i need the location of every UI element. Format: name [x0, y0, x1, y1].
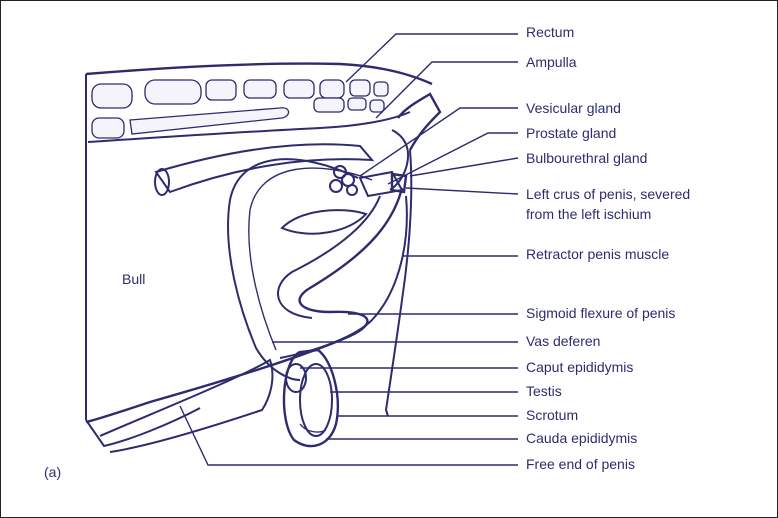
- label-vas-deferen: Vas deferen: [526, 333, 600, 350]
- panel-letter: (a): [44, 464, 61, 480]
- animal-label: Bull: [122, 271, 145, 287]
- label-bulbourethral-gland: Bulbourethral gland: [526, 150, 647, 167]
- leader-bulbourethral: [410, 158, 518, 176]
- label-sigmoid-flexure: Sigmoid flexure of penis: [526, 305, 675, 322]
- label-vesicular-gland: Vesicular gland: [526, 100, 621, 117]
- label-left-crus-line1: Left crus of penis, severed: [526, 186, 690, 203]
- label-caput-epididymis: Caput epididymis: [526, 359, 633, 376]
- label-free-end-of-penis: Free end of penis: [526, 456, 635, 473]
- label-retractor-penis-muscle: Retractor penis muscle: [526, 246, 669, 263]
- label-left-crus-line2: from the left ischium: [526, 206, 651, 223]
- vertebral-column: [92, 80, 388, 138]
- label-ampulla: Ampulla: [526, 54, 577, 71]
- leader-free-end: [180, 406, 518, 465]
- bladder: [282, 210, 366, 234]
- label-testis: Testis: [526, 383, 562, 400]
- label-scrotum: Scrotum: [526, 407, 578, 424]
- label-rectum: Rectum: [526, 24, 574, 41]
- leader-vesicular: [360, 108, 518, 176]
- label-cauda-epididymis: Cauda epididymis: [526, 430, 637, 447]
- label-prostate-gland: Prostate gland: [526, 125, 616, 142]
- leader-rectum: [346, 34, 518, 82]
- leader-ampulla: [376, 62, 518, 118]
- rectum: [156, 144, 372, 192]
- leader-crus: [406, 188, 518, 194]
